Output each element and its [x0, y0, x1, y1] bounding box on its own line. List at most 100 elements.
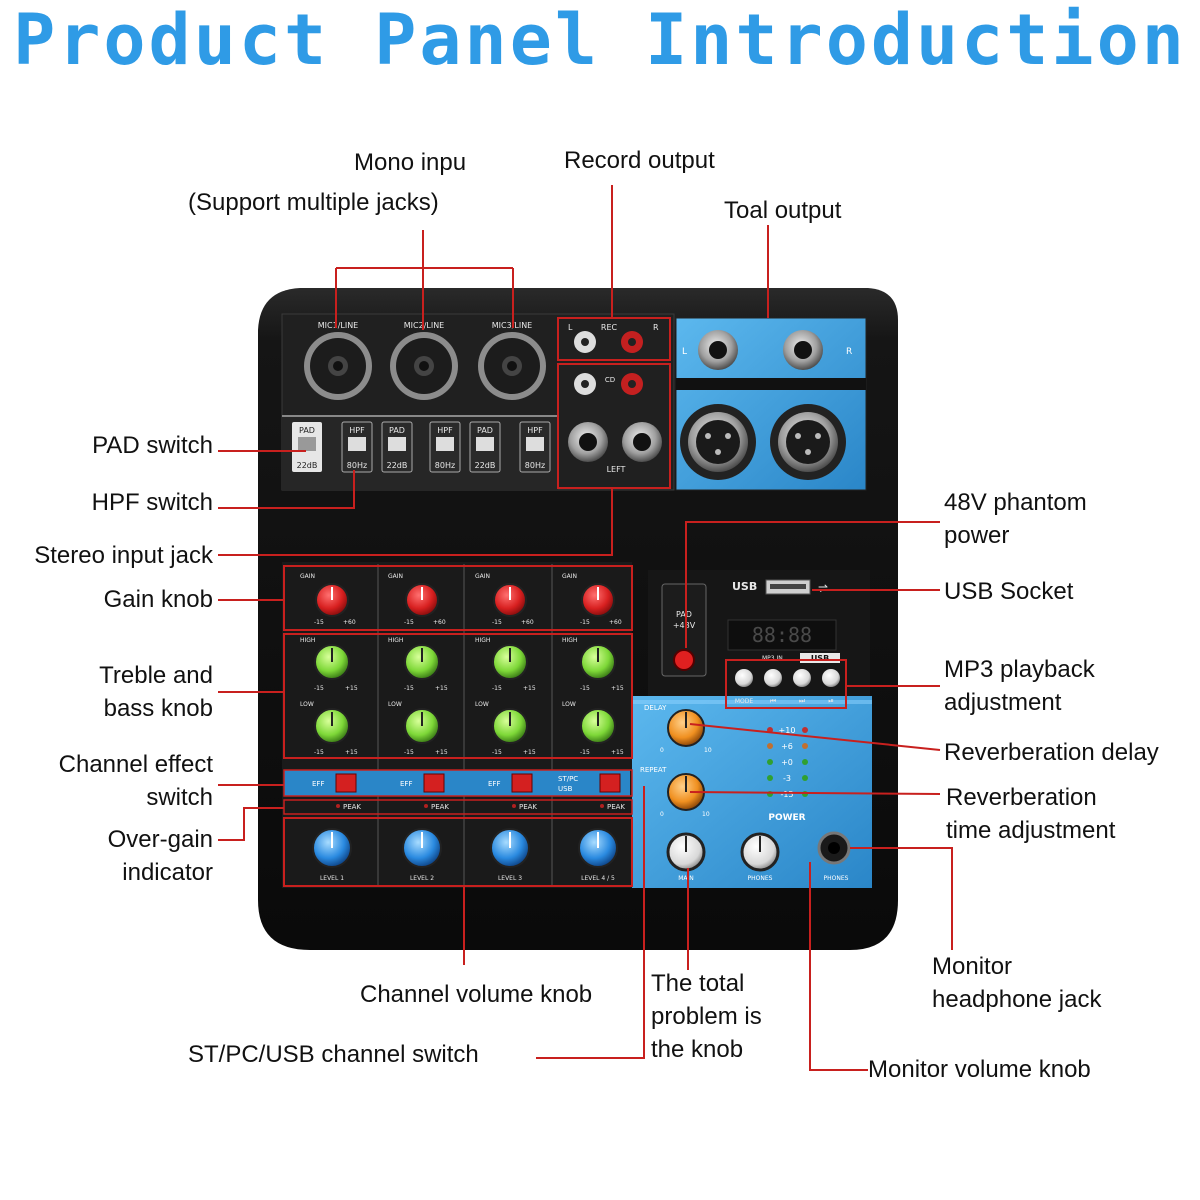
treble-bass-label-1: Treble and [99, 662, 213, 689]
high-max-4: +15 [611, 685, 624, 692]
output-jack-left[interactable] [698, 330, 738, 370]
high-label-2: HIGH [388, 637, 403, 644]
eff-label-1: EFF [312, 780, 324, 788]
hpf-label-2: HPF [437, 426, 453, 435]
hpf-switch-3[interactable] [519, 421, 551, 473]
gain-min-4: -15 [580, 619, 590, 626]
mic-input-2[interactable] [390, 332, 458, 400]
bass-knob-3[interactable] [492, 708, 528, 744]
previous-button[interactable] [764, 669, 782, 687]
bass-knob-1[interactable] [314, 708, 350, 744]
headphone-jack[interactable] [817, 831, 851, 865]
usb-label: USB [732, 580, 757, 593]
gain-knob-2[interactable] [405, 583, 439, 617]
gain-knob-1[interactable] [315, 583, 349, 617]
treble-knob-3[interactable] [492, 644, 528, 680]
stereo-jack-right[interactable] [622, 422, 662, 462]
rec-jack-left[interactable] [574, 331, 596, 353]
bass-knobs [314, 708, 616, 744]
pad-switch-2[interactable] [381, 421, 413, 473]
usb-socket[interactable] [765, 579, 811, 595]
hpf-switch-2[interactable] [429, 421, 461, 473]
gain-label-4: GAIN [562, 573, 577, 580]
play-pause-button[interactable] [822, 669, 840, 687]
phones-jack-label: PHONES [824, 875, 849, 882]
mic-input-1[interactable] [304, 332, 372, 400]
gain-max-3: +60 [521, 619, 534, 626]
phones-volume-knob[interactable] [740, 832, 780, 872]
out-r-label: R [846, 347, 852, 357]
gain-min-2: -15 [404, 619, 414, 626]
hpf-value-2: 80Hz [435, 461, 455, 470]
total-output-label: Toal output [724, 197, 842, 224]
low-label-4: LOW [562, 701, 576, 708]
level-knob-2[interactable] [402, 828, 442, 868]
low-min-2: -15 [404, 749, 414, 756]
gain-knob-3[interactable] [493, 583, 527, 617]
mic-input-3[interactable] [478, 332, 546, 400]
phantom-power-button[interactable] [673, 649, 695, 671]
left-label: LEFT [607, 465, 626, 474]
treble-knob-4[interactable] [580, 644, 616, 680]
usb-symbol-icon: ⇌ [818, 581, 828, 595]
peak-label-2: PEAK [431, 803, 449, 811]
level-knob-4[interactable] [578, 828, 618, 868]
level-knob-3[interactable] [490, 828, 530, 868]
peak-led-2 [424, 804, 428, 808]
eff-switch-2[interactable] [423, 773, 445, 793]
hpf-label-3: HPF [527, 426, 543, 435]
rec-jack-right[interactable] [621, 331, 643, 353]
peak-led-3 [512, 804, 516, 808]
eff-label-3: EFF [488, 780, 500, 788]
output-jack-right[interactable] [783, 330, 823, 370]
monitor-jack-label-2: headphone jack [932, 986, 1102, 1013]
low-min-1: -15 [314, 749, 324, 756]
treble-knob-2[interactable] [404, 644, 440, 680]
gain-knob-4[interactable] [581, 583, 615, 617]
treble-knobs [314, 644, 616, 680]
hpf-switch-1[interactable] [341, 421, 373, 473]
bass-knob-4[interactable] [580, 708, 616, 744]
next-button[interactable] [793, 669, 811, 687]
pad-switch-3[interactable] [469, 421, 501, 473]
mp3-label-2: adjustment [944, 689, 1062, 716]
xlr-output-left[interactable] [680, 404, 756, 480]
pad-value-2: 22dB [387, 461, 408, 470]
mode-button[interactable] [735, 669, 753, 687]
gain-label-3: GAIN [475, 573, 490, 580]
pad-switch-1[interactable] [292, 422, 322, 472]
pad48-label-1: PAD [676, 610, 692, 619]
meter-label-5: -15 [780, 790, 793, 799]
usb-socket-label: USB Socket [944, 578, 1074, 605]
delay-knob[interactable] [667, 709, 705, 747]
xlr-output-right[interactable] [770, 404, 846, 480]
level-knob-1[interactable] [312, 828, 352, 868]
delay-max: 10 [704, 747, 712, 754]
channel-volume-label: Channel volume knob [360, 981, 593, 1008]
page-title: Product Panel Introduction [13, 0, 1187, 81]
low-label-2: LOW [388, 701, 402, 708]
cd-jack-left[interactable] [574, 373, 596, 395]
treble-knob-1[interactable] [314, 644, 350, 680]
gain-knob-label: Gain knob [103, 586, 213, 613]
play-icon: ⏯ [828, 697, 834, 705]
stpc-usb-switch[interactable] [599, 773, 621, 793]
level-label-3: LEVEL 3 [498, 875, 522, 882]
stereo-jack-left[interactable] [568, 422, 608, 462]
cd-jack-right[interactable] [621, 373, 643, 395]
repeat-min: 0 [660, 811, 664, 818]
control-section: PAD +48V USB ⇌ 88:88 MP3 IN USB MODE ⏮ ⏭… [661, 579, 840, 705]
eff-switch-1[interactable] [335, 773, 357, 793]
high-max-3: +15 [523, 685, 536, 692]
eff-switch-3[interactable] [511, 773, 533, 793]
peak-label-3: PEAK [519, 803, 537, 811]
record-output-label: Record output [564, 147, 715, 174]
out-l-label: L [682, 347, 687, 357]
channel-effect-label-2: switch [146, 784, 213, 811]
hpf-value-1: 80Hz [347, 461, 367, 470]
bass-knob-2[interactable] [404, 708, 440, 744]
gain-max-1: +60 [343, 619, 356, 626]
low-max-1: +15 [345, 749, 358, 756]
cd-label: CD [605, 376, 615, 384]
main-volume-knob[interactable] [666, 832, 706, 872]
